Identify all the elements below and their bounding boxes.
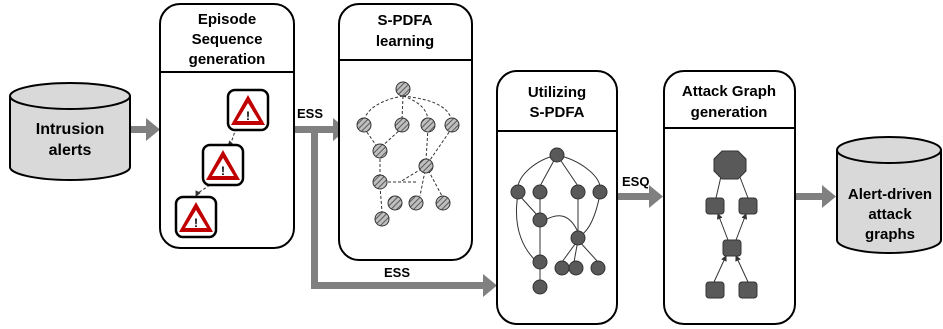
svg-text:!: !: [194, 216, 198, 230]
ess-top-label: ESS: [297, 106, 323, 121]
flow-arrows: [131, 118, 836, 297]
svg-text:!: !: [246, 109, 250, 123]
utilizing-title-line-2: S-PDFA: [529, 104, 584, 121]
episode-title-line-3: generation: [189, 51, 266, 68]
esq-label: ESQ: [622, 174, 649, 189]
spdfa-learning-title-line-2: learning: [376, 33, 434, 50]
state-machine-graph-icon: [510, 147, 608, 295]
warning-icon: !: [201, 143, 245, 187]
attack-graphs-line-3: graphs: [865, 226, 915, 243]
svg-text:!: !: [221, 164, 225, 178]
spdfa-learning-title-line-1: S-PDFA: [377, 12, 432, 29]
attack-graphs-line-2: attack: [868, 206, 912, 223]
warning-icon: !: [174, 195, 218, 239]
spdfa-learning-stage: S-PDFA learning: [338, 3, 473, 261]
attack-graph-title-line-1: Attack Graph: [682, 83, 776, 100]
episode-title-line-1: Episode: [198, 11, 256, 28]
intrusion-alerts-line-1: Intrusion: [36, 121, 104, 138]
attack-graphs-database: Alert-driven attack graphs: [836, 136, 942, 254]
ess-bottom-label: ESS: [384, 265, 410, 280]
intrusion-alerts-line-2: alerts: [49, 142, 92, 159]
attack-graph-stage: Attack Graph generation: [663, 70, 796, 325]
state-machine-graph-icon: [356, 81, 460, 227]
warning-icon: !: [226, 88, 270, 132]
episode-sequence-stage: Episode Sequence generation ! ! !: [159, 3, 295, 249]
attack-graph-title-line-2: generation: [691, 104, 768, 121]
episode-title-line-2: Sequence: [192, 31, 263, 48]
utilizing-spdfa-stage: Utilizing S-PDFA: [496, 70, 618, 325]
attack-graphs-line-1: Alert-driven: [848, 186, 932, 203]
attack-graph-icon: [705, 150, 758, 299]
intrusion-alerts-database: Intrusion alerts: [9, 82, 131, 181]
utilizing-title-line-1: Utilizing: [528, 84, 586, 101]
